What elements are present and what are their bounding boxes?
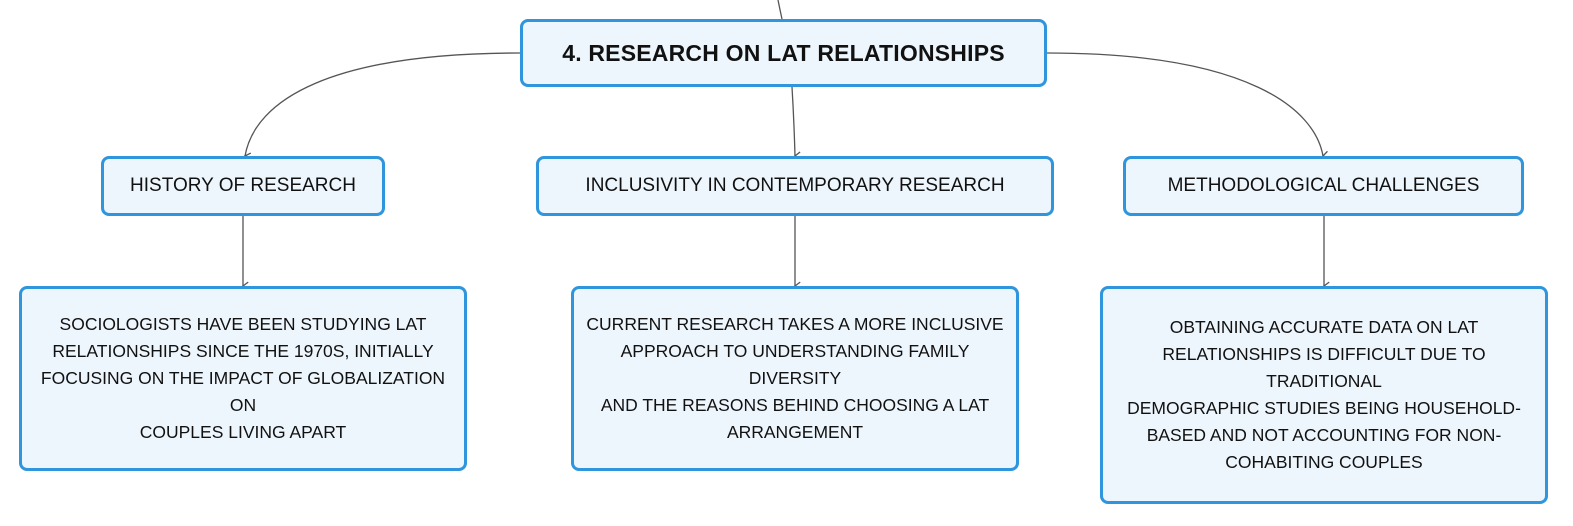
topic-node-label: METHODOLOGICAL CHALLENGES — [1167, 175, 1480, 196]
detail-node-inclusivity[interactable]: CURRENT RESEARCH TAKES A MORE INCLUSIVE … — [571, 286, 1019, 471]
topic-node-history-of-research[interactable]: HISTORY OF RESEARCH — [101, 156, 385, 216]
topic-node-methodological-challenges[interactable]: METHODOLOGICAL CHALLENGES — [1123, 156, 1524, 216]
detail-node-history-of-research[interactable]: SOCIOLOGISTS HAVE BEEN STUDYING LAT RELA… — [19, 286, 467, 471]
detail-node-methodological-challenges[interactable]: OBTAINING ACCURATE DATA ON LAT RELATIONS… — [1100, 286, 1548, 504]
topic-node-label: HISTORY OF RESEARCH — [130, 175, 356, 196]
root-node[interactable]: 4. RESEARCH ON LAT RELATIONSHIPS — [520, 19, 1047, 87]
detail-node-text: OBTAINING ACCURATE DATA ON LAT RELATIONS… — [1127, 317, 1521, 472]
topic-node-label: INCLUSIVITY IN CONTEMPORARY RESEARCH — [585, 175, 1005, 196]
detail-node-text: SOCIOLOGISTS HAVE BEEN STUDYING LAT RELA… — [40, 314, 446, 442]
root-node-title: 4. RESEARCH ON LAT RELATIONSHIPS — [562, 39, 1005, 66]
connector-root-to-inclusivity — [791, 86, 801, 161]
topic-node-inclusivity[interactable]: INCLUSIVITY IN CONTEMPORARY RESEARCH — [536, 156, 1054, 216]
connector-root-to-methodology — [1046, 52, 1330, 160]
connector-root-to-history — [243, 52, 521, 162]
incoming-connector — [777, 0, 783, 20]
detail-node-text: CURRENT RESEARCH TAKES A MORE INCLUSIVE … — [586, 314, 1004, 442]
